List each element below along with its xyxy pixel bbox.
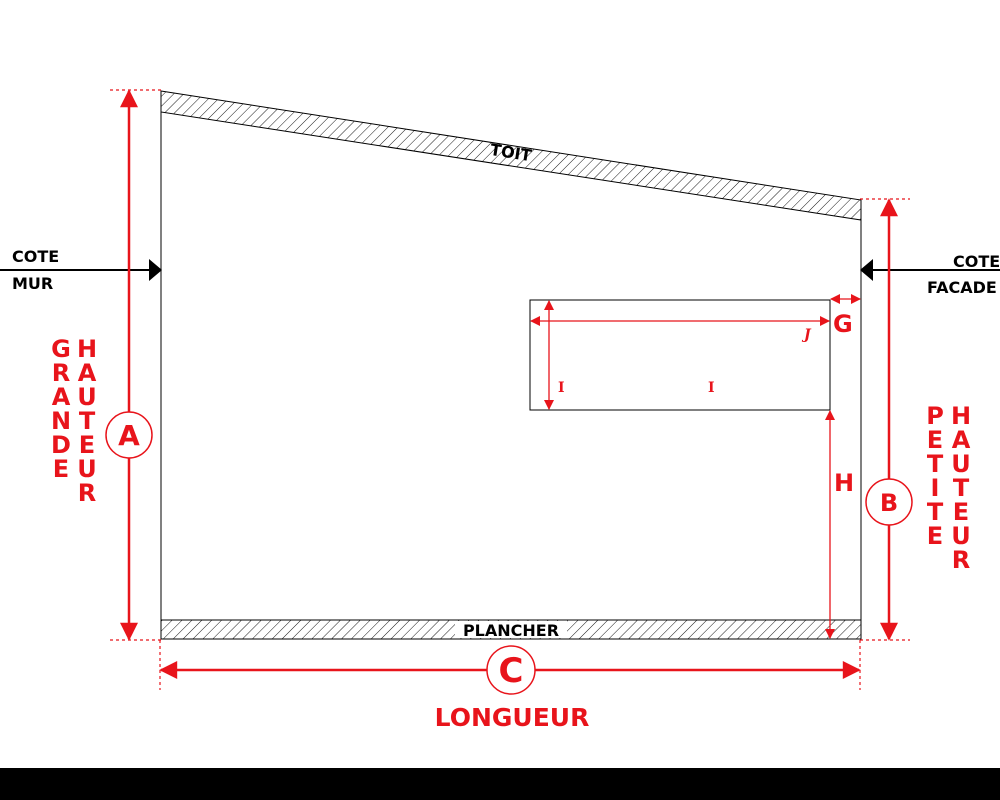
dimension-g-label: G xyxy=(833,310,853,338)
floor-label: PLANCHER xyxy=(463,621,559,640)
window-opening xyxy=(529,299,831,411)
opening-width-label: J xyxy=(801,327,812,343)
dimension-c-circle xyxy=(486,645,536,695)
facade-side-label-1: COTE xyxy=(953,252,1000,271)
floor-label-bg xyxy=(455,621,567,638)
dimension-a-circle xyxy=(105,411,153,459)
dimension-b-letter: B xyxy=(880,489,898,517)
wall-side-label-2: MUR xyxy=(12,274,53,293)
facade-side-label-2: FACADE xyxy=(927,278,997,297)
facade-side-arrow-icon xyxy=(860,259,873,281)
opening-height-label: I xyxy=(558,380,565,396)
wall-side-arrow-icon xyxy=(149,259,162,281)
dimension-h-label: H xyxy=(834,469,854,497)
dimension-c-word: LONGUEUR xyxy=(435,703,590,732)
dimension-b-circle xyxy=(865,478,913,526)
opening-inner-label: I xyxy=(708,380,715,396)
dimension-c-letter: C xyxy=(499,651,524,691)
wall-side-label-1: COTE xyxy=(12,247,59,266)
dimension-a-letter: A xyxy=(118,419,140,452)
bottom-bar xyxy=(0,768,1000,800)
